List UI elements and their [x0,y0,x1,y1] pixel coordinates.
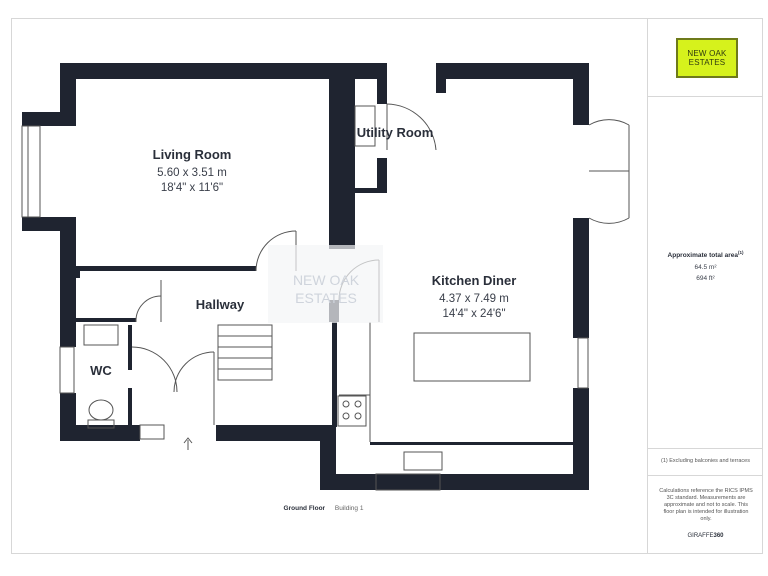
living-room-name: Living Room [153,147,232,162]
hallway-name: Hallway [196,297,245,312]
footer-floor: Ground Floor [283,505,326,512]
area-title-text: Approximate total area [667,252,738,260]
utility-room-name: Utility Room [357,125,434,140]
page-frame [11,18,763,554]
footer-building: Building 1 [334,505,364,512]
watermark-line1: NEW OAK [293,272,360,288]
kitchen-diner-name: Kitchen Diner [432,273,517,288]
floor-plan: NEW OAK ESTATES Living Room 5.60 x 3.51 … [21,63,630,491]
divider [648,475,763,476]
area-title-sup: (1) [737,250,744,255]
area-title: Approximate total area(1) [648,250,763,259]
logo-line2: ESTATES [688,58,726,67]
exclusion-note: (1) Excluding balconies and terraces [661,458,750,464]
living-room-imperial: 18'4" x 11'6" [161,182,223,194]
provider-part1: GIRAFFE [687,533,714,539]
calculation-note: Calculations reference the RICS IPMS 3C … [659,488,753,522]
wc-name: WC [90,363,112,378]
divider [648,448,763,449]
logo-line1: NEW OAK [687,49,727,58]
provider-part2: 360 [713,533,724,539]
footer: Ground Floor Building 1 [0,505,647,512]
watermark-line2: ESTATES [295,290,357,306]
area-sqm: 64.5 m² [694,264,717,271]
living-room-metric: 5.60 x 3.51 m [157,167,227,179]
divider [648,96,763,97]
area-sqft: 694 ft² [696,275,715,282]
kitchen-diner-imperial: 14'4" x 24'6" [442,308,505,320]
entrance-arrow [183,437,193,450]
walls [22,63,589,490]
windows [21,125,589,491]
kitchen-diner-metric: 4.37 x 7.49 m [439,293,509,305]
watermark: NEW OAK ESTATES [268,245,383,323]
fixtures [83,105,531,471]
sidebar: NEW OAK ESTATES Approximate total area(1… [647,18,763,554]
provider-brand: GIRAFFE360 [648,533,763,539]
brand-logo: NEW OAK ESTATES [676,38,738,78]
